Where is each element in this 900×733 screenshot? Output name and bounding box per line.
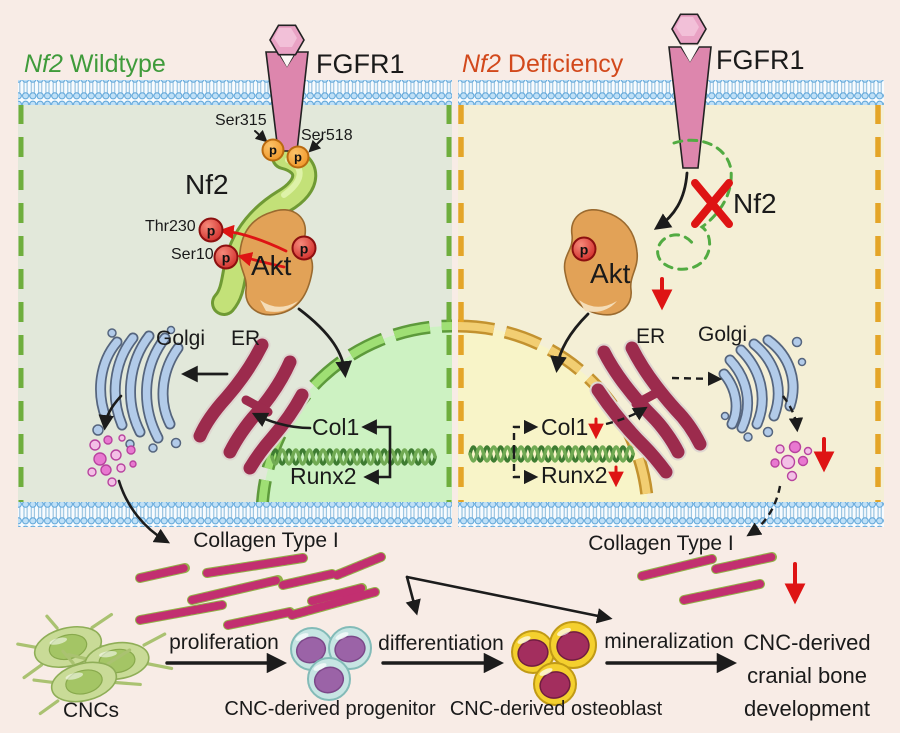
runx2-label-right: Runx2 xyxy=(541,462,608,488)
wildtype-word: Wildtype xyxy=(69,50,166,78)
akt-protein-right xyxy=(563,209,639,316)
golgi-label-right: Golgi xyxy=(698,323,748,346)
er-left-structure xyxy=(191,336,311,477)
outcome-label: CNC-derived cranial bone development xyxy=(743,626,870,725)
nucleus-right xyxy=(457,319,655,517)
mineralization-label: mineralization xyxy=(604,630,734,653)
nf2-label-left: Nf2 xyxy=(185,169,229,200)
nf2-label-right: Nf2 xyxy=(733,188,777,219)
akt-label-left: Akt xyxy=(251,250,292,281)
er-right-structure xyxy=(589,339,709,481)
golgi-label-left: Golgi xyxy=(156,327,206,350)
wildtype-gene-name: Nf2 xyxy=(24,50,63,78)
col1-label-left: Col1 xyxy=(312,414,360,440)
progenitor-label: CNC-derived progenitor xyxy=(224,698,436,720)
outcome-line-3: development xyxy=(744,696,870,721)
akt-protein-left xyxy=(238,209,314,316)
phospho-arrows xyxy=(219,224,288,269)
phospho-badge-ser518: p xyxy=(286,145,310,169)
outcome-line-1: CNC-derived xyxy=(743,630,871,655)
differentiation-label: differentiation xyxy=(378,632,504,655)
cell-membrane-top-left xyxy=(18,80,452,105)
cell-membrane-top-right xyxy=(458,80,884,105)
dna-helix-right xyxy=(468,445,635,463)
collagen-label-left: Collagen Type I xyxy=(193,529,339,552)
akt-label-right: Akt xyxy=(590,258,631,289)
cnc-cells xyxy=(16,612,174,716)
fgfr1-receptor-right xyxy=(668,13,712,169)
collagen-label-right: Collagen Type I xyxy=(588,532,734,555)
red-x-icon xyxy=(691,179,733,228)
secretory-vesicles-right xyxy=(770,440,813,482)
arrows-right-dashed xyxy=(512,371,804,537)
phospho-badge-akt-right: p xyxy=(571,236,597,262)
osteoblast-label: CNC-derived osteoblast xyxy=(449,698,663,720)
deficiency-gene-name: Nf2 xyxy=(462,50,501,78)
collagen-fibers-left xyxy=(135,552,386,630)
bottom-arrows xyxy=(165,575,738,674)
phospho-badge-akt-left: p xyxy=(291,235,317,261)
site-ser315: Ser315 xyxy=(215,112,267,129)
nucleus-left xyxy=(255,319,453,517)
runx2-label-left: Runx2 xyxy=(290,463,357,489)
red-down-arrows xyxy=(588,277,835,605)
fgfr1-label-right: FGFR1 xyxy=(716,45,805,75)
collagen-fibers-right xyxy=(637,552,777,605)
nf2-absent-outline xyxy=(656,138,733,271)
golgi-right xyxy=(718,334,807,442)
arrows-right-solid xyxy=(550,171,689,374)
deficiency-word: Deficiency xyxy=(507,50,624,78)
cell-membrane-bottom-left xyxy=(18,502,452,527)
site-ser10: Ser10 xyxy=(171,246,214,263)
outcome-line-2: cranial bone xyxy=(747,663,867,688)
phospho-badge-ser10: p xyxy=(213,244,239,270)
progenitor-cells xyxy=(290,626,372,701)
er-label-right: ER xyxy=(636,325,666,348)
fgfr1-receptor-left xyxy=(265,24,309,152)
fgfr1-label-left: FGFR1 xyxy=(316,49,405,79)
proliferation-label: proliferation xyxy=(169,631,279,654)
golgi-left xyxy=(92,325,184,453)
arrows-left xyxy=(98,129,392,544)
phospho-badge-thr230: p xyxy=(198,217,224,243)
er-label-left: ER xyxy=(231,327,261,350)
col1-label-right: Col1 xyxy=(541,414,589,440)
site-thr230: Thr230 xyxy=(145,218,196,235)
phospho-badge-ser315: p xyxy=(261,138,285,162)
cncs-label: CNCs xyxy=(63,699,119,722)
osteoblast-cells xyxy=(511,621,597,706)
secretory-vesicles-left xyxy=(87,434,137,487)
dna-helix-left xyxy=(270,448,437,466)
cell-membrane-bottom-right xyxy=(458,502,884,527)
site-ser518: Ser518 xyxy=(301,127,353,144)
